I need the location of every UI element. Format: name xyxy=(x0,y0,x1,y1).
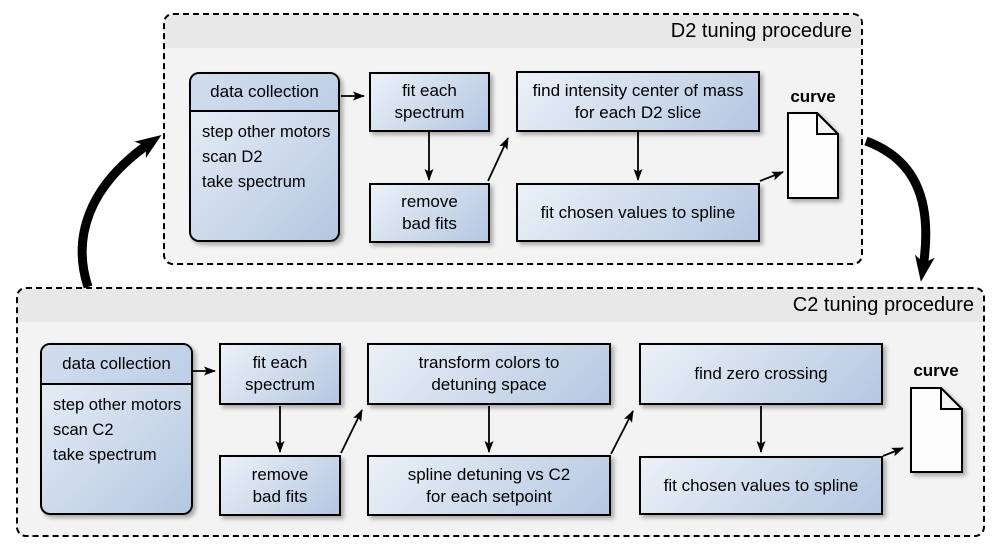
d2-title-strip xyxy=(165,15,861,48)
c2-data-collection-box: data collection step other motors scan C… xyxy=(40,343,193,515)
c2-box-remove-bad-fits: remove bad fits xyxy=(219,455,341,516)
c2-fit-each-spectrum-label: fit each spectrum xyxy=(245,353,315,394)
d2-remove-bad-fits-label: remove bad fits xyxy=(401,192,458,233)
d2-find-intensity-com-label: find intensity center of mass for each D… xyxy=(532,80,744,122)
c2-curve-document-icon xyxy=(910,387,963,473)
d2-box-fit-chosen-values: fit chosen values to spline xyxy=(516,183,760,242)
d2-curve-label: curve xyxy=(790,87,836,106)
c2-box-spline-detuning: spline detuning vs C2 for each setpoint xyxy=(367,455,611,516)
c2-title: C2 tuning procedure xyxy=(792,294,974,316)
c2-spline-detuning-label: spline detuning vs C2 for each setpoint xyxy=(407,464,571,506)
d2-curve-document-icon xyxy=(787,112,839,199)
c2-fit-chosen-values-label: fit chosen values to spline xyxy=(663,475,859,495)
d2-data-collection-box: data collection step other motors scan D… xyxy=(189,72,340,242)
d2-box-remove-bad-fits: remove bad fits xyxy=(369,183,490,243)
loop-arrow-c2-to-d2 xyxy=(77,135,162,289)
c2-title-strip xyxy=(18,289,983,322)
c2-data-collection-header: data collection xyxy=(42,345,191,385)
d2-box-find-intensity-com: find intensity center of mass for each D… xyxy=(516,71,760,132)
d2-data-collection-steps: step other motors scan D2 take spectrum xyxy=(202,123,331,191)
d2-title: D2 tuning procedure xyxy=(670,20,852,42)
c2-box-fit-chosen-values: fit chosen values to spline xyxy=(639,456,883,515)
d2-fit-each-spectrum-label: fit each spectrum xyxy=(394,81,465,122)
c2-box-find-zero-crossing: find zero crossing xyxy=(639,343,883,405)
c2-remove-bad-fits-label: remove bad fits xyxy=(251,464,309,506)
d2-data-collection-header: data collection xyxy=(191,74,338,112)
c2-curve-label: curve xyxy=(913,361,959,380)
c2-find-zero-crossing-label: find zero crossing xyxy=(694,364,828,384)
d2-fit-chosen-values-label: fit chosen values to spline xyxy=(540,202,736,222)
c2-transform-colors-label: transform colors to detuning space xyxy=(418,353,560,394)
c2-data-collection-steps: step other motors scan C2 take spectrum xyxy=(53,396,182,464)
c2-box-fit-each-spectrum: fit each spectrum xyxy=(219,343,341,405)
c2-box-transform-colors: transform colors to detuning space xyxy=(367,343,611,405)
d2-box-fit-each-spectrum: fit each spectrum xyxy=(369,72,490,132)
loop-arrow-d2-to-c2 xyxy=(864,136,935,282)
